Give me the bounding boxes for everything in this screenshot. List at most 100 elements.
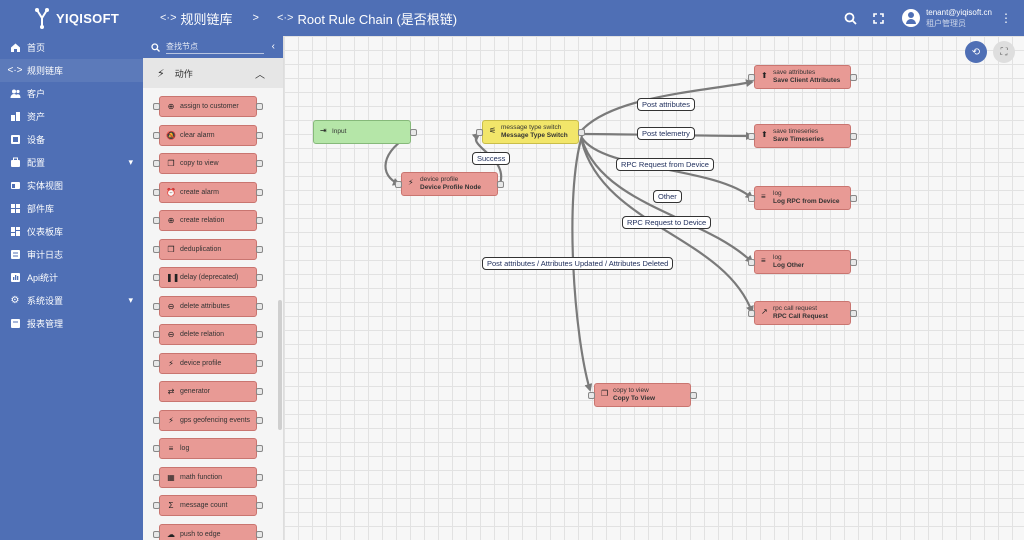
node-output-port[interactable]: [256, 303, 263, 310]
fullscreen-button[interactable]: ⛶: [993, 41, 1015, 63]
library-node[interactable]: ⊕assign to customer: [153, 96, 263, 117]
nav-item-profiles[interactable]: 配置 ▾: [0, 151, 143, 174]
nav-item-rule-chains[interactable]: <·> 规则链库: [0, 59, 143, 82]
library-node[interactable]: ⚡device profile: [153, 353, 263, 374]
account-avatar-icon[interactable]: [902, 9, 921, 27]
nav-item-audit-logs[interactable]: 审计日志: [0, 243, 143, 266]
library-node[interactable]: ⇄generator: [159, 381, 263, 402]
chevron-down-icon[interactable]: ▾: [128, 157, 133, 167]
node-input-port[interactable]: [153, 274, 160, 281]
chevron-left-icon[interactable]: ‹: [271, 41, 275, 52]
nav-item-api-usage[interactable]: Api统计: [0, 266, 143, 289]
node-input-port[interactable]: [748, 133, 755, 140]
link-rpc-to-device[interactable]: [580, 141, 754, 314]
node-output-port[interactable]: [256, 189, 263, 196]
node-input-port[interactable]: [153, 474, 160, 481]
chevron-down-icon[interactable]: ▾: [128, 295, 133, 305]
node-output-port[interactable]: [256, 160, 263, 167]
link-label-post-telemetry[interactable]: Post telemetry: [637, 127, 695, 140]
search-icon[interactable]: [842, 10, 858, 26]
brand-logo[interactable]: YIQISOFT: [34, 5, 144, 31]
link-label-other[interactable]: Other: [653, 190, 682, 203]
more-vert-icon[interactable]: ⋮: [1000, 11, 1012, 25]
library-node[interactable]: ❚❚delay (deprecated): [153, 267, 263, 288]
node-output-port[interactable]: [256, 246, 263, 253]
link-label-attributes-updated[interactable]: Post attributes / Attributes Updated / A…: [482, 257, 674, 270]
node-input-port[interactable]: [153, 303, 160, 310]
node-output-port[interactable]: [410, 129, 417, 136]
link-label-rpc-from-device[interactable]: RPC Request from Device: [616, 158, 714, 171]
node-input-port[interactable]: [153, 417, 160, 424]
library-node[interactable]: ≡log: [153, 438, 263, 459]
node-output-port[interactable]: [256, 531, 263, 538]
node-output-port[interactable]: [256, 417, 263, 424]
link-label-success[interactable]: Success: [472, 152, 511, 165]
link-label-rpc-to-device[interactable]: RPC Request to Device: [622, 216, 712, 229]
node-input-port[interactable]: [153, 502, 160, 509]
library-section-action[interactable]: ⚡ 动作 ︿: [143, 58, 283, 88]
nav-item-reports[interactable]: 报表管理: [0, 312, 143, 335]
node-input-port[interactable]: [153, 445, 160, 452]
node-input-port[interactable]: [153, 160, 160, 167]
node-input-port[interactable]: [748, 195, 755, 202]
node-input-port[interactable]: [748, 74, 755, 81]
node-output-port[interactable]: [256, 388, 263, 395]
node-input-port[interactable]: [153, 246, 160, 253]
nav-item-entity-views[interactable]: 实体视图: [0, 174, 143, 197]
library-node[interactable]: 🔕clear alarm: [153, 125, 263, 146]
library-node[interactable]: ⚡gps geofencing events: [153, 410, 263, 431]
node-output-port[interactable]: [256, 331, 263, 338]
nav-item-settings[interactable]: ⚙ 系统设置 ▾: [0, 289, 143, 312]
node-output-port[interactable]: [850, 74, 857, 81]
node-input-port[interactable]: [748, 259, 755, 266]
node-input-port[interactable]: [153, 217, 160, 224]
library-node[interactable]: ⏰create alarm: [153, 182, 263, 203]
node-input-port[interactable]: [588, 392, 595, 399]
node-output-port[interactable]: [578, 129, 585, 136]
node-output-port[interactable]: [256, 360, 263, 367]
link-other[interactable]: [580, 139, 754, 264]
nav-item-customers[interactable]: 客户: [0, 82, 143, 105]
library-node[interactable]: ❐deduplication: [153, 239, 263, 260]
nav-item-assets[interactable]: 资产: [0, 105, 143, 128]
node-output-port[interactable]: [256, 474, 263, 481]
node-input-port[interactable]: [153, 331, 160, 338]
library-node[interactable]: ☁push to edge: [153, 524, 263, 540]
library-node[interactable]: ⊕create relation: [153, 210, 263, 231]
fullscreen-icon[interactable]: [870, 10, 886, 26]
node-input-port[interactable]: [395, 181, 402, 188]
node-output-port[interactable]: [690, 392, 697, 399]
node-output-port[interactable]: [256, 274, 263, 281]
library-node[interactable]: ❐copy to view: [153, 153, 263, 174]
node-input[interactable]: ⇥ Input: [313, 120, 417, 144]
library-node[interactable]: ⊖delete relation: [153, 324, 263, 345]
nav-item-dashboards[interactable]: 仪表板库: [0, 220, 143, 243]
node-input-port[interactable]: [476, 129, 483, 136]
node-input-port[interactable]: [153, 360, 160, 367]
node-output-port[interactable]: [256, 217, 263, 224]
node-output-port[interactable]: [850, 195, 857, 202]
node-output-port[interactable]: [256, 132, 263, 139]
node-output-port[interactable]: [850, 259, 857, 266]
node-output-port[interactable]: [497, 181, 504, 188]
node-search-input[interactable]: 查找节点: [166, 41, 264, 54]
library-node[interactable]: ⊖delete attributes: [153, 296, 263, 317]
link-label-post-attributes[interactable]: Post attributes: [637, 98, 695, 111]
node-input-port[interactable]: [153, 103, 160, 110]
node-input-port[interactable]: [153, 189, 160, 196]
node-output-port[interactable]: [850, 133, 857, 140]
breadcrumb-rule-chains[interactable]: <·> 规则链库: [160, 9, 233, 28]
user-info[interactable]: tenant@yiqisoft.cn 租户管理员: [926, 7, 992, 29]
node-output-port[interactable]: [256, 502, 263, 509]
node-input-port[interactable]: [153, 531, 160, 538]
